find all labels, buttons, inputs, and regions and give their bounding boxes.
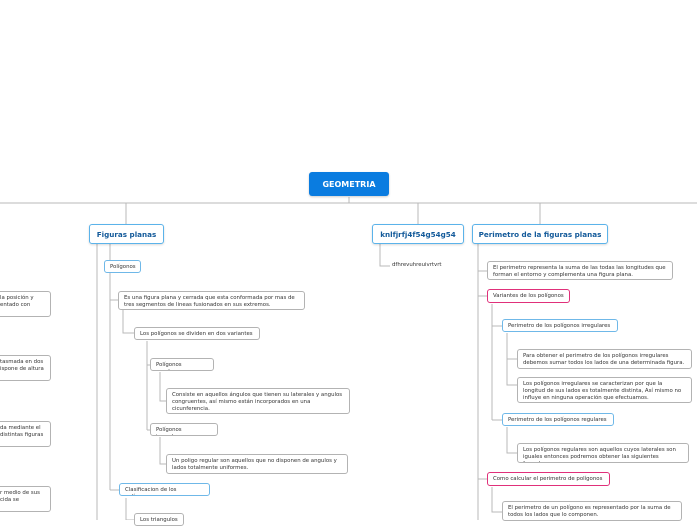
branch-perimetro[interactable]: Perimetro de la figuras planas — [472, 224, 608, 244]
node-regulares-a[interactable]: Los polígonos regulares son aquellos cuy… — [517, 443, 689, 463]
node-middle-child[interactable]: dfhrevuhreuivrtvrt — [392, 262, 442, 268]
node-perimetro-intro[interactable]: El perimetro representa la suma de las t… — [487, 261, 673, 280]
node-poligonos[interactable]: Polígonos — [104, 260, 141, 273]
branch-figuras-planas[interactable]: Figuras planas — [89, 224, 164, 244]
node-perimetro-regulares[interactable]: Perimetro de los polígonos regulares — [502, 413, 614, 426]
node-irregulares-a[interactable]: Para obtener el perimetro de los polígon… — [517, 349, 692, 369]
branch-title: Figuras planas — [96, 229, 157, 239]
root-node[interactable]: GEOMETRIA — [309, 172, 389, 196]
node-variantes[interactable]: Los polígonos se dividen en dos variante… — [134, 327, 260, 340]
node-irregulares-b[interactable]: Los polígonos irregulares se caracteriza… — [517, 377, 692, 403]
branch-middle[interactable]: knlfjrfj4f54g54g54 — [372, 224, 464, 244]
node-variantes-poligonos[interactable]: Variantes de los polígonos — [487, 289, 570, 303]
node-regulares-desc[interactable]: Consiste en aquellos ángulos que tienen … — [166, 388, 350, 414]
node-clasificacion[interactable]: Clasificacion de los polígonos — [119, 483, 210, 496]
fragment-node-1[interactable]: la posición y entado con — [0, 291, 51, 317]
node-como-calcular[interactable]: Como calcular el perimetro de polígonos — [487, 472, 610, 486]
node-definicion[interactable]: Es una figura plana y cerrada que esta c… — [118, 291, 305, 310]
node-como-a[interactable]: El perimetro de un polígono es represent… — [502, 501, 682, 521]
node-poligonos-irregulares[interactable]: Polígonos irregulares — [150, 423, 218, 436]
node-perimetro-irregulares[interactable]: Perimetro de los polígonos irregulares — [502, 319, 618, 332]
node-poligonos-regulares[interactable]: Polígonos regulares — [150, 358, 214, 371]
fragment-node-2[interactable]: tasmada en dos ispone de altura — [0, 355, 51, 381]
branch-title: Perimetro de la figuras planas — [478, 229, 602, 239]
node-irregulares-desc[interactable]: Un poligo regular son aquellos que no di… — [166, 454, 348, 474]
fragment-node-3[interactable]: da mediante el distintas figuras — [0, 421, 51, 447]
fragment-node-4[interactable]: r medio de sus cida se — [0, 486, 51, 512]
branch-title: knlfjrfj4f54g54g54 — [380, 229, 456, 239]
root-title: GEOMETRIA — [322, 179, 376, 189]
